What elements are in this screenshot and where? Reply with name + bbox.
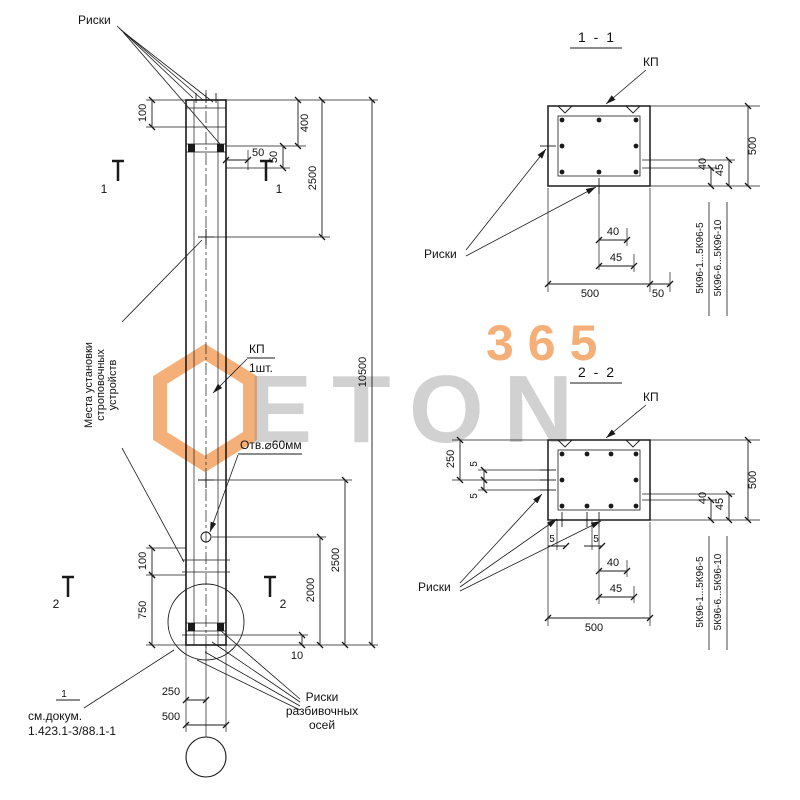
elevation-extension-lines	[146, 99, 378, 732]
section-1-1: 1 - 1 КП Риски	[424, 29, 760, 316]
position-mark: 1	[61, 689, 67, 700]
kp-qty: 1шт.	[249, 361, 273, 375]
dim-2500-top: 2500	[307, 166, 319, 190]
section1-dim-500-right: 500	[747, 137, 759, 155]
risks-top-label: Риски	[78, 13, 111, 27]
watermark: 365 ETON	[153, 315, 611, 473]
section2-dim-250: 250	[445, 450, 457, 468]
section2-dim-40-right: 40	[697, 492, 709, 504]
section1-dim-50-bottom: 50	[652, 288, 664, 300]
section1-dim-500-bottom: 500	[581, 288, 599, 300]
section2-dim-45-right: 45	[714, 498, 726, 510]
axes-line1: Риски	[306, 690, 339, 704]
section2-series-b: 5К96-6...5К96-10	[713, 553, 724, 630]
dim-50-v: 50	[268, 151, 280, 163]
section1-risks-label: Риски	[424, 247, 457, 261]
detail-circle	[167, 583, 245, 661]
dim-50-h: 50	[252, 147, 264, 159]
doc-reference: 1 см.докум. 1.423.1-3/88.1-1	[28, 649, 175, 738]
section1-kp-label: КП	[643, 55, 659, 69]
axes-risks-label: Риски разбивочных осей	[196, 629, 358, 732]
hole-label: Отв.⌀60мм	[209, 438, 302, 533]
axes-line2: разбивочных	[286, 704, 358, 718]
axes-line3: осей	[309, 718, 335, 732]
kp-elevation-label: КП 1шт.	[212, 342, 275, 394]
section2-series-a: 5К96-1...5К96-5	[695, 556, 706, 628]
hole-text: Отв.⌀60мм	[240, 438, 302, 452]
section-2-2: 2 - 2 КП Риски	[418, 364, 760, 650]
section2-risks-label: Риски	[418, 580, 451, 594]
places-line2: строповочных	[95, 349, 107, 421]
section2-dim-5-left2: 5	[469, 493, 480, 499]
dim-10: 10	[291, 650, 303, 662]
dim-2500-bot: 2500	[330, 548, 342, 572]
section2-dim-40-bottom: 40	[607, 557, 619, 569]
places-line3: устройств	[107, 360, 119, 411]
dim-250: 250	[162, 686, 180, 698]
section2-dim-500-bottom: 500	[585, 622, 603, 634]
section1-rebar-dots	[559, 117, 639, 175]
risks-top-leaders	[116, 25, 221, 145]
section1-series-b: 5К96-6...5К96-10	[713, 219, 724, 296]
section2-kp-label: КП	[643, 390, 659, 404]
lifting-places-label: Места установки строповочных устройств	[83, 239, 203, 563]
section1-dim-40-right: 40	[697, 158, 709, 170]
dim-100-bot: 100	[137, 552, 149, 570]
section1-title: 1 - 1	[578, 29, 616, 45]
brand-hexagon-icon	[153, 343, 257, 473]
dim-500: 500	[162, 711, 180, 723]
doc-line2: 1.423.1-3/88.1-1	[28, 724, 116, 738]
section2-mark-right: 2	[280, 597, 287, 611]
section2-mark-left: 2	[53, 597, 60, 611]
elevation-dimension-lines	[148, 96, 376, 729]
axis-bubble	[185, 736, 227, 778]
dim-100-top: 100	[137, 104, 149, 122]
section2-dim-45-bottom: 45	[610, 583, 622, 595]
section1-mark-left: 1	[101, 182, 108, 196]
dim-10500: 10500	[357, 357, 369, 388]
doc-line1: см.докум.	[28, 709, 82, 723]
watermark-number: 365	[486, 315, 611, 371]
section1-dim-45-right: 45	[714, 164, 726, 176]
dim-2000: 2000	[305, 578, 317, 602]
section2-dim-5-left1: 5	[469, 461, 480, 467]
hole-60mm	[200, 531, 212, 543]
section2-title: 2 - 2	[578, 364, 616, 380]
section2-dim-5-bottom2: 5	[593, 534, 599, 545]
section1-dim-40-bottom: 40	[607, 226, 619, 238]
section-cut-marks	[62, 159, 276, 597]
dim-750: 750	[137, 601, 149, 619]
kp-label: КП	[249, 342, 265, 356]
section1-series-a: 5К96-1...5К96-5	[695, 222, 706, 294]
column-elevation	[167, 90, 245, 778]
section1-dim-45-bottom: 45	[610, 252, 622, 264]
section2-rebar-dots	[559, 451, 639, 509]
section2-dim-5-bottom1: 5	[549, 534, 555, 545]
watermark-brand: ETON	[248, 356, 593, 463]
section2-dim-500-right: 500	[747, 471, 759, 489]
section1-mark-right: 1	[276, 182, 283, 196]
places-line1: Места установки	[83, 342, 95, 428]
dim-400: 400	[299, 114, 311, 132]
